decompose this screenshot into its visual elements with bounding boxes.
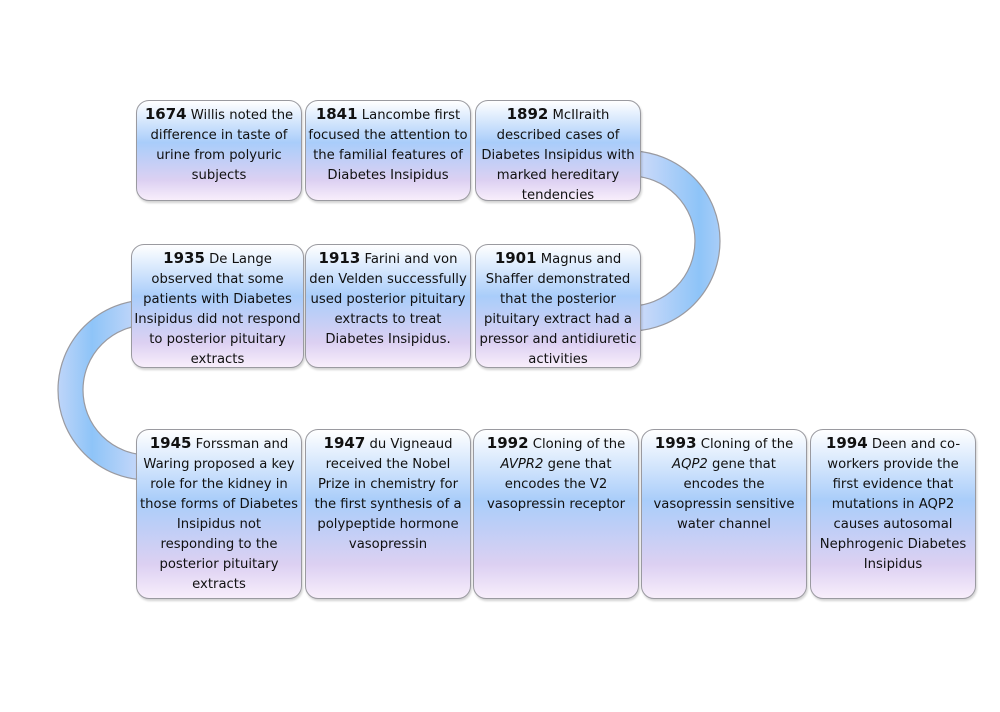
event-description: McIlraith described cases of Diabetes In… <box>481 108 635 203</box>
event-year: 1892 <box>506 105 549 123</box>
event-description-continued: gene that encodes the vasopressin sensit… <box>653 457 795 532</box>
event-description: du Vigneaud received the Nobel Prize in … <box>314 437 462 552</box>
gene-name: AVPR2 <box>500 457 544 472</box>
event-description: Forssman and Waring proposed a key role … <box>139 437 299 592</box>
event-description: De Lange observed that some patients wit… <box>134 252 301 367</box>
event-description: Farini and von den Velden successfully u… <box>309 252 467 347</box>
event-year: 1945 <box>149 434 192 452</box>
timeline-card-1993: 1993 Cloning of the AQP2 gene that encod… <box>641 429 807 599</box>
timeline-card-1992: 1992 Cloning of the AVPR2 gene that enco… <box>473 429 639 599</box>
event-description: Cloning of the <box>532 437 626 452</box>
event-year: 1947 <box>323 434 366 452</box>
event-description: Cloning of the <box>700 437 794 452</box>
event-description: Deen and co-workers provide the first ev… <box>819 437 967 572</box>
timeline-card-1913: 1913 Farini and von den Velden successfu… <box>305 244 471 368</box>
event-description-continued: gene that encodes the V2 vasopressin rec… <box>486 457 626 512</box>
timeline-card-1674: 1674 Willis noted the difference in tast… <box>136 100 302 201</box>
event-description: Magnus and Shaffer demonstrated that the… <box>479 252 637 367</box>
event-year: 1913 <box>318 249 361 267</box>
event-description: Willis noted the difference in taste of … <box>150 108 294 183</box>
timeline-card-1945: 1945 Forssman and Waring proposed a key … <box>136 429 302 599</box>
event-year: 1935 <box>163 249 205 267</box>
event-year: 1992 <box>486 434 529 452</box>
timeline-card-1994: 1994 Deen and co-workers provide the fir… <box>810 429 976 599</box>
event-year: 1841 <box>315 105 358 123</box>
connector-right <box>629 150 721 332</box>
timeline-card-1901: 1901 Magnus and Shaffer demonstrated tha… <box>475 244 641 368</box>
timeline-card-1841: 1841 Lancombe first focused the attentio… <box>305 100 471 201</box>
event-year: 1674 <box>144 105 187 123</box>
gene-name: AQP2 <box>672 457 708 472</box>
event-year: 1994 <box>825 434 868 452</box>
timeline-card-1935: 1935 De Lange observed that some patient… <box>131 244 304 368</box>
timeline-card-1947: 1947 du Vigneaud received the Nobel Priz… <box>305 429 471 599</box>
event-description: Lancombe first focused the attention to … <box>308 108 468 183</box>
event-year: 1901 <box>494 249 537 267</box>
timeline-card-1892: 1892 McIlraith described cases of Diabet… <box>475 100 641 203</box>
event-year: 1993 <box>654 434 697 452</box>
